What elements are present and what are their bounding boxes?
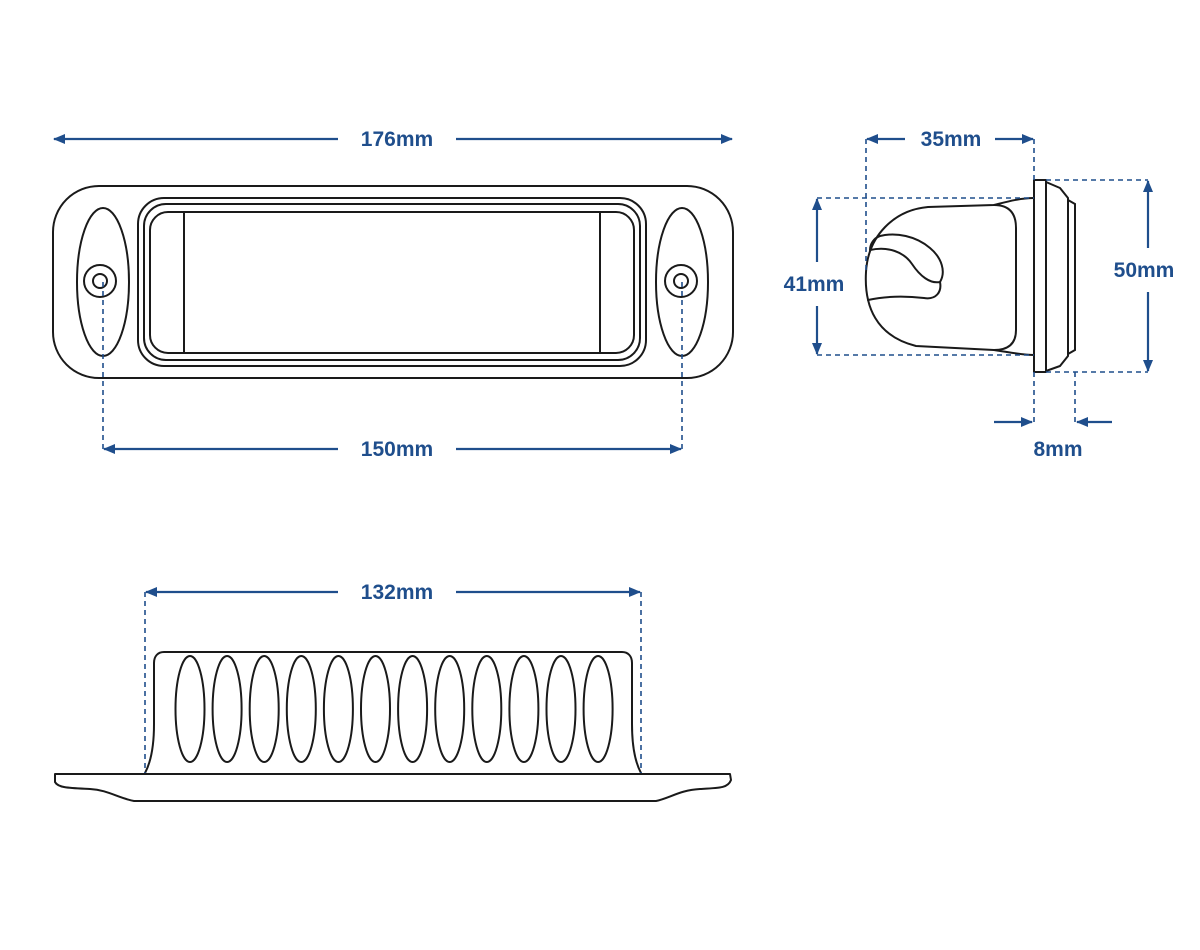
dim-side-body-height: 41mm [784,197,1034,356]
side-body-rear-edge [993,204,1017,351]
cooling-fin [508,655,540,763]
right-mount-hole-inner [673,273,689,289]
cooling-fin [434,655,466,763]
dim-side-flange-height: 50mm [1046,179,1175,373]
side-flange-height-label: 50mm [1114,259,1175,282]
lens-bezel-inner [149,211,635,354]
left-mount-hole [83,264,117,298]
top-base-plate [54,773,732,802]
cooling-fin [322,655,354,763]
front-view [52,185,734,379]
side-body-outline [864,197,1035,356]
top-body-width-label: 132mm [361,581,433,604]
front-hole-spacing-label: 150mm [361,438,433,461]
side-seal-top [1067,199,1076,205]
lens-window [183,211,601,354]
lens-bezel-mid [143,203,641,361]
cooling-fins [174,655,614,763]
side-depth-label: 35mm [921,128,982,151]
cooling-fin [248,655,280,763]
front-housing-outline [52,185,734,379]
left-mount-hole-inner [92,273,108,289]
cooling-fin [211,655,243,763]
dim-front-overall-width: 176mm [53,128,733,151]
cooling-fin [397,655,429,763]
side-view [864,179,1076,373]
front-overall-width-label: 176mm [361,128,433,151]
side-cable-gland-lower [867,281,942,301]
dim-side-depth: 35mm [865,128,1035,272]
side-seal-bottom [1067,349,1076,355]
cooling-fin [360,655,391,763]
side-flange [1033,179,1047,373]
cooling-fin [174,655,206,763]
cooling-fin [471,655,503,763]
side-flange-thickness-label: 8mm [1033,438,1082,461]
cooling-fin [285,655,317,763]
top-body-outline [144,651,642,774]
top-view [54,651,732,802]
side-cable-gland-upper [869,233,944,284]
right-mount-hole [664,264,698,298]
side-body-height-label: 41mm [784,273,845,296]
cooling-fin [545,655,577,763]
side-flange-lip [1045,181,1069,372]
dim-side-flange-thickness: 8mm [994,372,1112,461]
lens-bezel-outer [137,197,647,367]
cooling-fin [582,655,614,763]
dim-top-body-width: 132mm [144,581,642,773]
dim-front-hole-spacing: 150mm [102,282,683,461]
